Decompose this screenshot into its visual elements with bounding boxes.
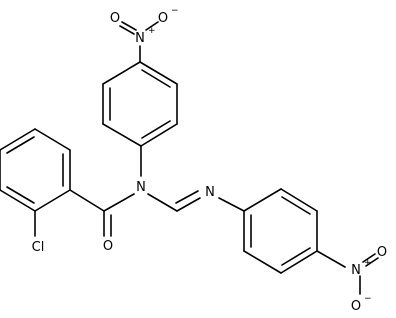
bond <box>243 250 282 274</box>
atom-label: N <box>135 31 145 46</box>
charge-label: − <box>171 6 179 16</box>
bond <box>243 188 282 212</box>
bottom-nitrophenyl-ring <box>243 188 318 274</box>
bond <box>0 189 36 212</box>
double-bond <box>119 25 135 35</box>
bond <box>103 193 135 212</box>
bond <box>121 21 137 31</box>
bond <box>0 128 36 151</box>
bond <box>69 189 105 212</box>
atom-label: O <box>103 239 113 254</box>
amide-core: N <box>103 145 178 212</box>
aromatic-inner-bond <box>6 136 35 154</box>
charge-label: − <box>364 294 372 304</box>
double-bond <box>362 253 376 263</box>
double-bond <box>175 190 199 204</box>
aromatic-inner-bond <box>141 69 171 88</box>
atom-label: N <box>136 180 146 195</box>
bond <box>34 189 71 212</box>
aromatic-inner-bond <box>141 120 171 139</box>
charge-label: + <box>364 258 372 268</box>
atom-label: O <box>351 299 361 314</box>
atom-label: O <box>110 11 120 26</box>
atom-label: O <box>158 11 168 26</box>
aromatic-inner-bond <box>281 247 311 266</box>
atom-label: N <box>351 263 361 278</box>
bond <box>102 123 142 147</box>
carbonyl-group: O <box>69 189 113 254</box>
chlorophenyl-ring <box>0 128 71 212</box>
bond <box>140 123 178 147</box>
top-nitro-group: N + O O − <box>110 6 179 63</box>
bottom-nitro-group: N + O O − <box>316 245 387 314</box>
aromatic-inner-bond <box>6 186 35 204</box>
bond <box>316 250 346 268</box>
bond <box>147 193 178 212</box>
bond <box>365 257 379 267</box>
bond <box>145 21 159 31</box>
bond <box>280 250 318 274</box>
atom-label: N <box>205 185 215 200</box>
top-nitrophenyl-ring <box>102 61 178 147</box>
chloro-substituent: Cl <box>32 210 45 255</box>
bond <box>102 61 141 85</box>
charge-label: + <box>148 26 156 36</box>
bond <box>280 188 318 212</box>
atom-label: O <box>377 245 387 260</box>
bond <box>34 128 71 151</box>
bond <box>176 197 201 212</box>
atom-label: Cl <box>32 240 45 255</box>
bond <box>218 197 245 212</box>
imine-group: N <box>175 185 245 212</box>
bond <box>139 61 178 85</box>
aromatic-inner-bond <box>281 196 311 215</box>
